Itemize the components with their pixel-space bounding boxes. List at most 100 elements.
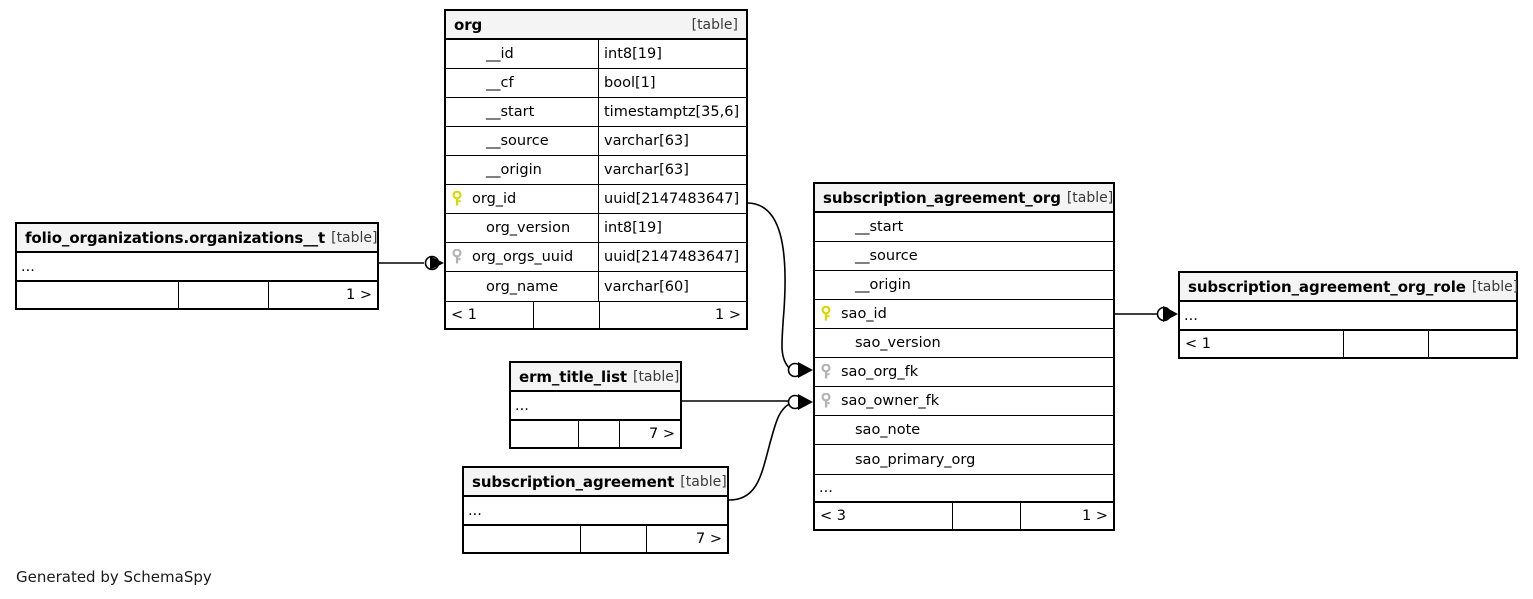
footer-middle-cell xyxy=(953,503,1021,529)
column-name: __id xyxy=(486,46,514,62)
column-name: org_orgs_uuid xyxy=(472,249,574,265)
column-name: sao_owner_fk xyxy=(841,393,940,409)
column-row[interactable]: org_id uuid[2147483647] xyxy=(446,185,746,214)
no-key-icon xyxy=(446,127,468,155)
table-subscription-agreement[interactable]: subscription_agreement [table] ... 7 > xyxy=(462,466,729,554)
edge-sa-to-sao xyxy=(728,403,790,501)
column-row[interactable]: __start timestamptz[35,6] xyxy=(446,98,746,127)
table-sao-role-tag: [table] xyxy=(1471,278,1519,295)
footer-outgoing-count[interactable] xyxy=(1429,331,1516,357)
column-row[interactable]: sao_version xyxy=(815,329,1113,358)
crowsfoot-org-sao xyxy=(798,362,813,378)
table-subscription-agreement-org[interactable]: subscription_agreement_org [table] __sta… xyxy=(813,182,1115,531)
column-type: int8[19] xyxy=(598,214,746,242)
column-name: __source xyxy=(855,248,918,264)
footer-incoming-count[interactable] xyxy=(464,526,581,552)
column-name: sao_primary_org xyxy=(855,451,976,468)
column-name: __source xyxy=(486,133,549,149)
column-name: sao_id xyxy=(841,306,887,322)
column-name: __origin xyxy=(486,162,542,178)
footer-middle-cell xyxy=(534,302,600,328)
column-row[interactable]: sao_id xyxy=(815,300,1113,329)
column-row[interactable]: __origin xyxy=(815,271,1113,300)
column-type: uuid[2147483647] xyxy=(598,185,746,213)
no-key-icon xyxy=(446,98,468,126)
table-org[interactable]: org [table] __id int8[19] __cf bool[1] _… xyxy=(444,9,748,330)
table-folio-footer: 1 > xyxy=(17,281,377,308)
column-name: __start xyxy=(855,219,904,235)
column-row[interactable]: __origin varchar[63] xyxy=(446,156,746,185)
footer-middle-cell xyxy=(1344,331,1429,357)
footer-incoming-count[interactable]: < 1 xyxy=(1180,331,1344,357)
footer-outgoing-count[interactable]: 1 > xyxy=(1082,508,1108,524)
column-row[interactable]: org_orgs_uuid uuid[2147483647] xyxy=(446,243,746,272)
column-row[interactable]: __source varchar[63] xyxy=(446,127,746,156)
footer-outgoing-count[interactable]: 7 > xyxy=(696,531,722,547)
footer-incoming-count[interactable] xyxy=(511,421,579,447)
table-folio-tag: [table] xyxy=(331,229,378,246)
column-name: org_id xyxy=(472,191,517,207)
column-type: varchar[60] xyxy=(598,272,746,301)
table-org-title: org xyxy=(454,15,483,34)
footer-incoming-count[interactable]: < 1 xyxy=(446,302,534,328)
table-sao-header: subscription_agreement_org [table] xyxy=(815,184,1113,213)
footer-incoming-count[interactable] xyxy=(17,282,179,308)
table-sa-tag: [table] xyxy=(680,473,727,490)
column-row[interactable]: __start xyxy=(815,213,1113,242)
table-folio-header: folio_organizations.organizations__t [ta… xyxy=(17,224,378,253)
table-sao-columns: __start __source __origin sao_id xyxy=(815,213,1113,474)
column-type: timestamptz[35,6] xyxy=(598,98,746,126)
table-sao-footer: < 3 1 > xyxy=(815,502,1113,529)
table-erm-title-list[interactable]: erm_title_list [table] ... 7 > xyxy=(509,361,682,449)
table-sa-footer: 7 > xyxy=(464,525,727,552)
column-row[interactable]: __id int8[19] xyxy=(446,40,746,69)
column-name: sao_org_fk xyxy=(841,364,919,380)
table-sao-role-footer: < 1 xyxy=(1180,330,1516,357)
column-row[interactable]: org_version int8[19] xyxy=(446,214,746,243)
column-type: varchar[63] xyxy=(598,156,746,184)
table-sa-header: subscription_agreement [table] xyxy=(464,468,727,497)
no-key-icon xyxy=(446,69,468,97)
table-folio-title: folio_organizations.organizations__t xyxy=(25,228,326,247)
column-row[interactable]: sao_org_fk xyxy=(815,358,1113,387)
footer-middle-cell xyxy=(581,526,647,552)
footer-outgoing-count[interactable]: 1 > xyxy=(346,287,372,303)
table-sao-title: subscription_agreement_org xyxy=(823,188,1061,207)
footer-outgoing-count[interactable]: 7 > xyxy=(649,426,675,442)
cardinality-zero-circle-sao-role xyxy=(1156,306,1172,322)
table-org-header: org [table] xyxy=(446,11,746,40)
table-erm-title: erm_title_list xyxy=(519,367,627,386)
column-row[interactable]: sao_note xyxy=(815,416,1113,445)
no-key-icon xyxy=(815,445,837,474)
footer-outgoing-count[interactable]: 1 > xyxy=(715,307,741,323)
footer-middle-cell xyxy=(579,421,620,447)
column-row[interactable]: __source xyxy=(815,242,1113,271)
edge-org-to-sao xyxy=(746,202,791,370)
no-key-icon xyxy=(446,272,468,301)
column-row[interactable]: sao_owner_fk xyxy=(815,387,1113,416)
collapsed-columns-marker: ... xyxy=(17,253,377,281)
column-row[interactable]: org_name varchar[60] xyxy=(446,272,746,301)
footer-incoming-count[interactable]: < 3 xyxy=(815,503,953,529)
table-sao-tag: [table] xyxy=(1066,189,1114,206)
column-type: uuid[2147483647] xyxy=(598,243,746,271)
primary-key-icon xyxy=(446,185,468,213)
table-erm-tag: [table] xyxy=(632,368,680,385)
table-subscription-agreement-org-role[interactable]: subscription_agreement_org_role [table] … xyxy=(1178,271,1518,359)
column-name: sao_note xyxy=(855,422,921,438)
table-org-footer: < 1 1 > xyxy=(446,301,746,328)
cardinality-zero-circle-erm-sao xyxy=(787,394,803,410)
column-name: org_version xyxy=(486,220,571,236)
column-name: sao_version xyxy=(855,335,941,351)
table-folio-organizations-organizations-t[interactable]: folio_organizations.organizations__t [ta… xyxy=(15,222,379,310)
column-type: varchar[63] xyxy=(598,127,746,155)
foreign-key-icon xyxy=(815,387,837,415)
column-row[interactable]: sao_primary_org xyxy=(815,445,1113,474)
no-key-icon xyxy=(815,242,837,270)
table-org-tag: [table] xyxy=(691,16,738,33)
collapsed-columns-marker: ... xyxy=(464,497,727,525)
no-key-icon xyxy=(815,213,837,241)
column-name: org_name xyxy=(486,278,559,295)
column-row[interactable]: __cf bool[1] xyxy=(446,69,746,98)
